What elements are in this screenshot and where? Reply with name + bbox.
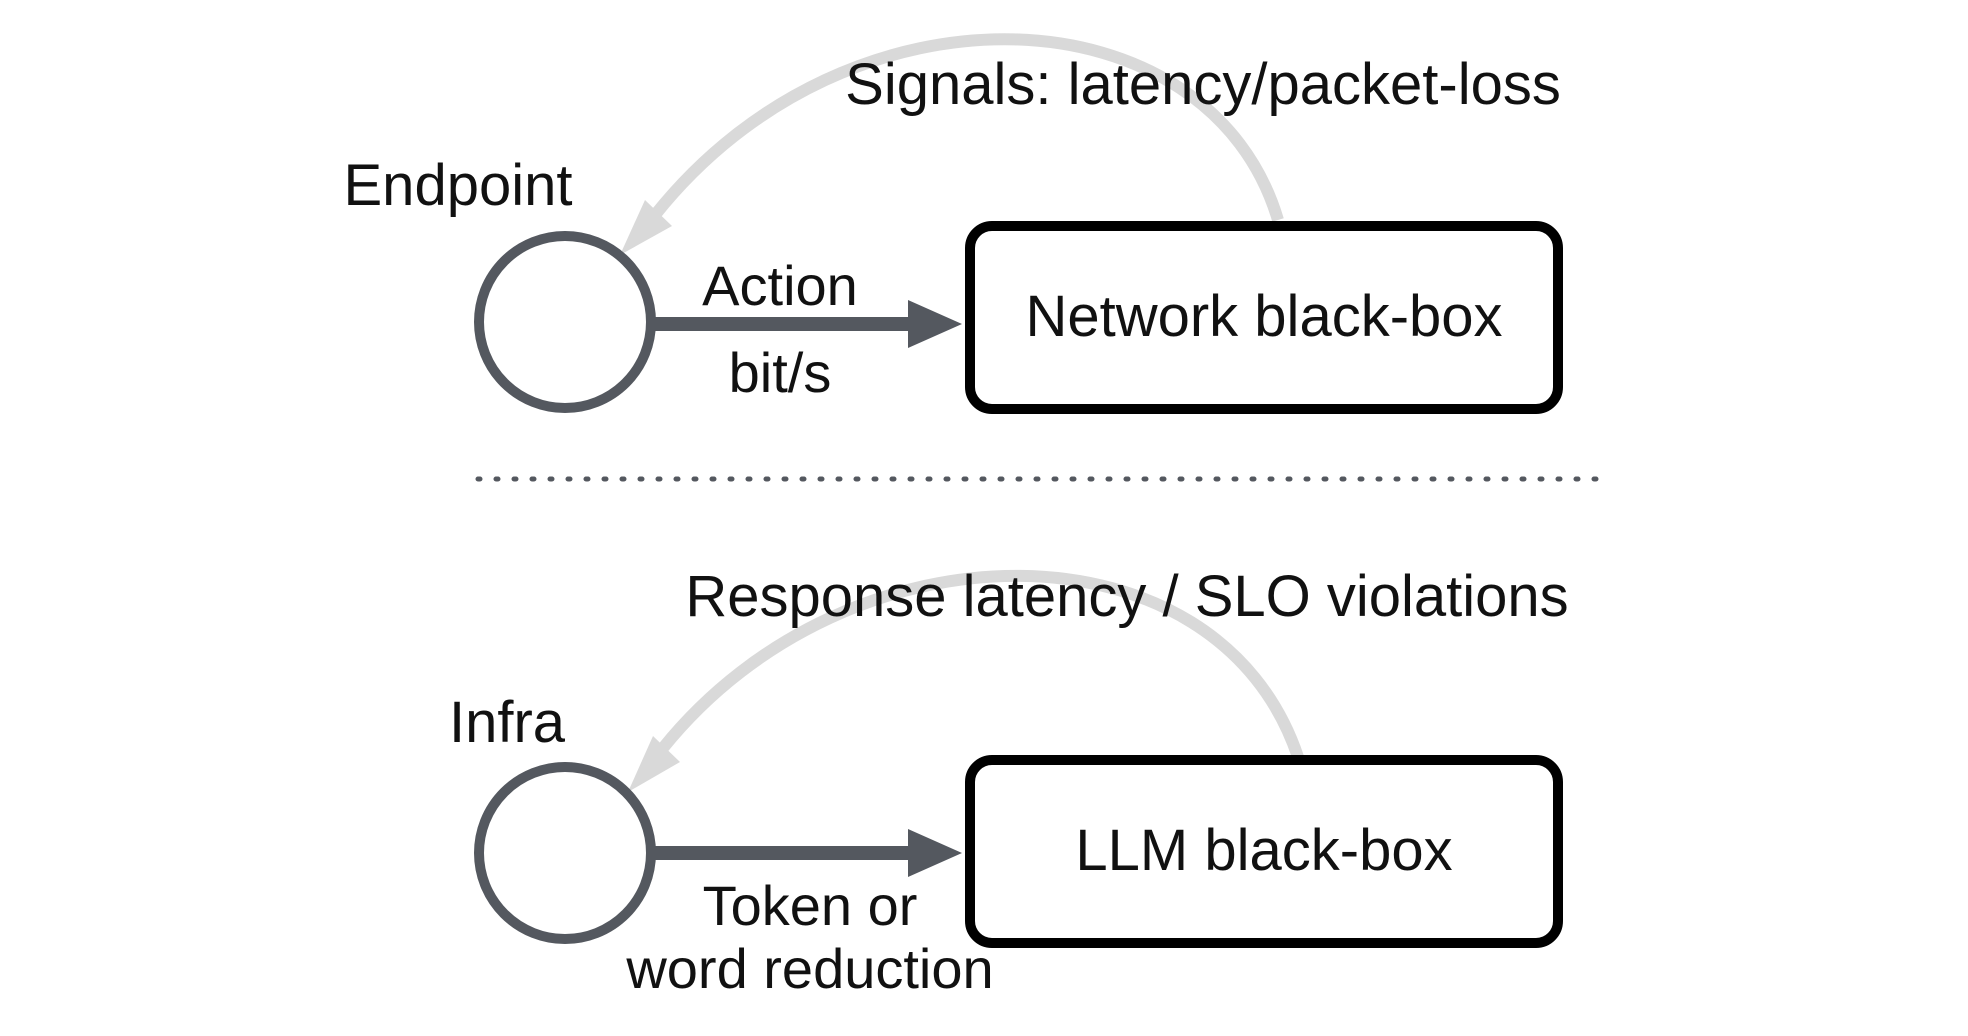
- top-feedback-label: Signals: latency/packet-loss: [845, 52, 1561, 117]
- endpoint-node: [474, 231, 656, 413]
- top-node-label: Endpoint: [344, 153, 573, 218]
- bottom-feedback-label: Response latency / SLO violations: [685, 564, 1568, 629]
- top-action-label: Action: [702, 254, 858, 317]
- bottom-node-label: Infra: [449, 690, 566, 755]
- top-feedback-arrow: [650, 33, 1284, 222]
- top-action-arrowhead: [908, 300, 962, 348]
- infra-node: [474, 762, 656, 944]
- network-box-label: Network black-box: [1025, 284, 1502, 349]
- llm-box-label: LLM black-box: [1075, 818, 1452, 883]
- bottom-action-label-line1: Token or: [703, 874, 918, 937]
- bottom-feedback-arrow: [658, 569, 1304, 759]
- network-black-box: [965, 221, 1563, 414]
- top-unit-label: bit/s: [729, 341, 832, 404]
- llm-black-box: [965, 755, 1563, 948]
- top-feedback-arrowhead: [620, 200, 672, 255]
- bottom-feedback-arrowhead: [628, 736, 680, 792]
- bottom-action-label-line2: word reduction: [625, 937, 993, 1000]
- bottom-action-arrowhead: [908, 829, 962, 877]
